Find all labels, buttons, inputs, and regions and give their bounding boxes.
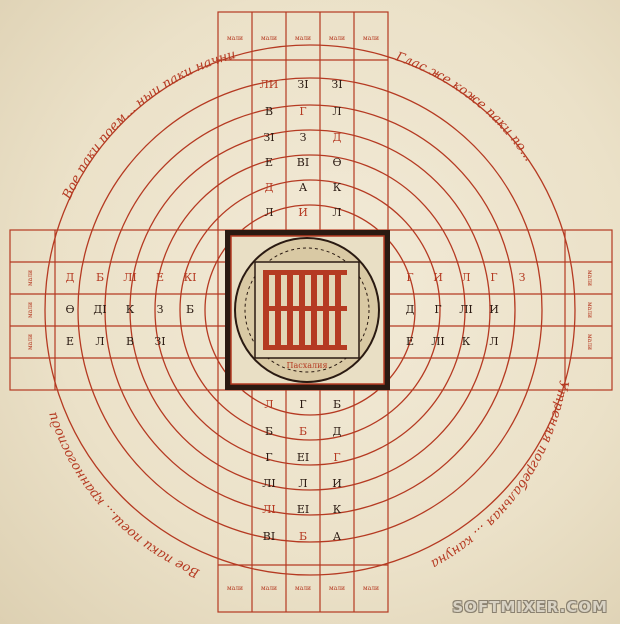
column-header: мали — [586, 270, 593, 286]
table-cell: Г — [406, 271, 413, 284]
table-cell: Л — [264, 206, 273, 219]
table-cell: Б — [265, 425, 273, 438]
column-header: мали — [295, 585, 311, 592]
central-ornament: Пасхалия — [225, 230, 390, 390]
column-header: мали — [586, 302, 593, 318]
table-cell: Е — [406, 335, 414, 348]
table-cell: И — [298, 206, 308, 219]
table-cell: ЛI — [262, 477, 276, 490]
table-cell: Г — [333, 451, 340, 464]
table-cell: И — [433, 271, 443, 284]
table-cell: Б — [299, 530, 307, 543]
table-cell: ЕI — [297, 451, 309, 464]
table-cell: Е — [66, 335, 74, 348]
table-cell: З — [300, 131, 307, 144]
table-cell: Л — [461, 271, 470, 284]
table-cell: Л — [298, 477, 307, 490]
ring-inscription-top-left: Вое паки поем... ныи паки начни — [60, 47, 238, 202]
table-cell: В — [126, 335, 134, 348]
bottom-column-headers: мали мали мали мали мали — [227, 585, 379, 592]
column-header: мали — [586, 334, 593, 350]
column-header: мали — [27, 270, 34, 286]
table-cell: И — [332, 477, 342, 490]
watermark: SOFTMIXER.COM — [452, 598, 608, 616]
table-cell: К — [462, 335, 471, 348]
ring-inscription-top-right: Глас же коже паки по... — [393, 49, 536, 164]
table-cell: А — [333, 530, 342, 543]
column-header: мали — [27, 302, 34, 318]
table-cell: ЕI — [297, 503, 309, 516]
column-header: мали — [363, 585, 379, 592]
column-header: мали — [329, 35, 345, 42]
table-cell: Ѳ — [65, 303, 74, 316]
concentric-rings — [44, 44, 576, 576]
top-column-headers: мали мали мали мали мали — [227, 35, 379, 42]
column-header: мали — [227, 35, 243, 42]
column-header: мали — [329, 585, 345, 592]
table-cell: ЛI — [431, 335, 445, 348]
left-band-cells: Д Ѳ Е Б ДI Л ЛI К В Е З ЗI КI Б — [65, 271, 196, 348]
table-cell: ЗI — [297, 78, 308, 91]
table-cell: Г — [434, 303, 441, 316]
table-cell: ВI — [297, 156, 309, 169]
table-cell: Л — [332, 105, 341, 118]
table-cell: Л — [489, 335, 498, 348]
table-cell: Е — [156, 271, 164, 284]
table-cell: Л — [95, 335, 104, 348]
table-cell: Е — [265, 156, 273, 169]
left-column-headers: мали мали мали — [27, 270, 34, 350]
table-cell: Д — [265, 181, 274, 194]
centerpiece-ligature-pattern — [263, 270, 347, 350]
table-cell: ЗI — [331, 78, 342, 91]
ring-inscription-bottom-left: Вое паки поеш... кранногосподи — [45, 410, 203, 581]
table-cell: ЛI — [123, 271, 137, 284]
table-cell: Д — [406, 303, 415, 316]
column-header: мали — [261, 35, 277, 42]
table-cell: И — [489, 303, 499, 316]
table-cell: Г — [299, 398, 306, 411]
table-cell: Б — [96, 271, 104, 284]
table-cell: Б — [333, 398, 341, 411]
column-header: мали — [227, 585, 243, 592]
table-cell: Г — [490, 271, 497, 284]
table-cell: Д — [333, 131, 342, 144]
table-cell: ДI — [93, 303, 106, 316]
table-cell: ЗI — [263, 131, 274, 144]
table-cell: А — [299, 181, 308, 194]
table-cell: ЛI — [262, 503, 276, 516]
table-cell: ВI — [263, 530, 275, 543]
table-cell: Л — [264, 398, 273, 411]
table-cell: ЛИ — [260, 78, 279, 91]
table-cell: Ѳ — [332, 156, 341, 169]
table-cell: ЗI — [154, 335, 165, 348]
table-cell: Г — [299, 105, 306, 118]
table-cell: З — [157, 303, 164, 316]
table-cell: К — [126, 303, 135, 316]
column-header: мали — [261, 585, 277, 592]
table-cell: Б — [186, 303, 194, 316]
table-cell: ЛI — [459, 303, 473, 316]
right-band-cells: Г Д Е И Г ЛI Л ЛI К Г И Л З — [406, 271, 526, 348]
table-cell: Л — [332, 206, 341, 219]
table-cell: К — [333, 181, 342, 194]
table-cell: Г — [265, 451, 272, 464]
table-cell: З — [519, 271, 526, 284]
table-cell: КI — [184, 271, 197, 284]
column-header: мали — [363, 35, 379, 42]
table-cell: К — [333, 503, 342, 516]
table-cell: В — [265, 105, 273, 118]
column-header: мали — [295, 35, 311, 42]
column-header: мали — [27, 334, 34, 350]
centerpiece-title: Пасхалия — [287, 361, 328, 370]
ring-inscription-right: Утреняя погребальная ... кануна — [428, 379, 571, 571]
right-column-headers: мали мали мали — [586, 270, 593, 350]
table-cell: Д — [66, 271, 75, 284]
table-cell: Б — [299, 425, 307, 438]
table-cell: Д — [333, 425, 342, 438]
